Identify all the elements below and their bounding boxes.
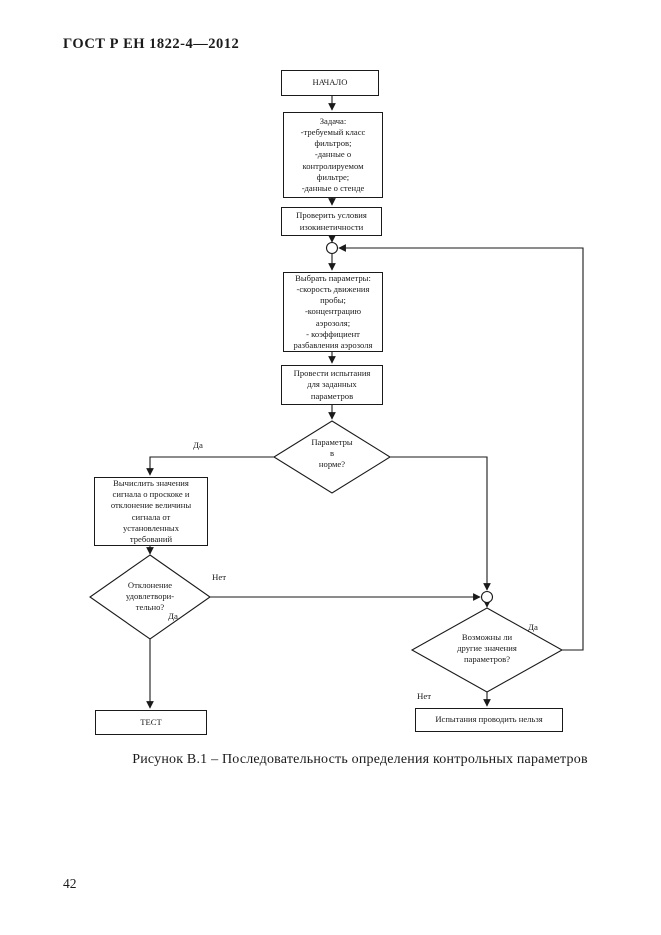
decision-other-diamond	[410, 607, 564, 693]
decision-deviation-diamond	[89, 554, 211, 640]
fail-box: Испытания проводить нельзя	[415, 708, 563, 732]
page-number: 42	[63, 876, 77, 891]
conduct-tests-box: Провести испытания для заданных параметр…	[281, 365, 383, 405]
check-isokinetic-box: Проверить условия изокинетичности	[281, 207, 382, 236]
connector-node-bottom	[480, 590, 494, 604]
label-d2-yes: Да	[168, 611, 178, 621]
decision-deviation-text: Отклонение удовлетвори- тельно?	[125, 580, 175, 613]
connector-node-top	[325, 241, 339, 255]
decision-params-text: Параметры в норме?	[311, 437, 353, 470]
label-d3-no: Нет	[417, 691, 432, 701]
decision-params-diamond	[272, 420, 392, 494]
test-box: ТЕСТ	[95, 710, 207, 735]
decision-other-text: Возможны ли другие значения параметров?	[457, 632, 517, 665]
start-box: НАЧАЛО	[281, 70, 379, 96]
task-box: Задача: -требуемый класс фильтров; -данн…	[283, 112, 383, 198]
document-header: ГОСТ Р ЕН 1822-4—2012	[63, 36, 240, 52]
compute-signal-box: Вычислить значения сигнала о проскоке и …	[94, 477, 208, 546]
figure-caption: Рисунок В.1 – Последовательность определ…	[132, 752, 588, 767]
label-d3-yes: Да	[528, 622, 538, 632]
label-d2-no: Нет	[212, 572, 227, 582]
select-parameters-box: Выбрать параметры: -скорость движения пр…	[283, 272, 383, 352]
label-d1-yes: Да	[193, 440, 203, 450]
